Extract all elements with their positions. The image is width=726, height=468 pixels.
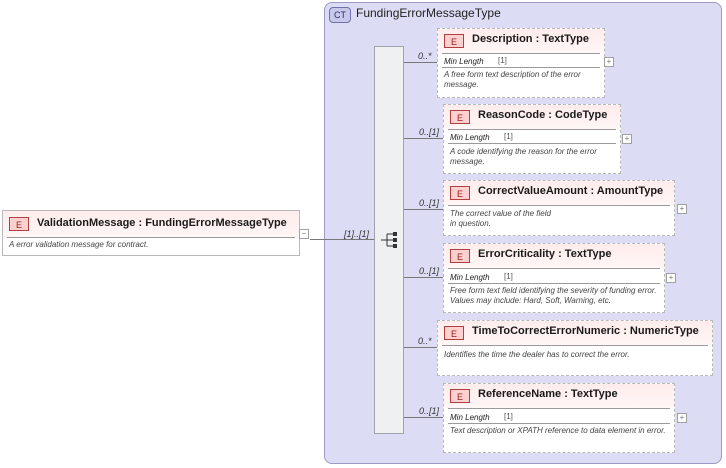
child-cardinality: 0..*	[418, 51, 432, 61]
expand-icon[interactable]: +	[666, 273, 676, 283]
child-cardinality: 0..[1]	[419, 127, 440, 137]
child-cardinality: 0..[1]	[419, 198, 440, 208]
root-connector	[310, 239, 374, 240]
complex-type-badge: CT	[329, 7, 351, 23]
child-connector	[404, 209, 444, 210]
element-description-text: Text description or XPATH reference to d…	[450, 426, 666, 435]
sequence-icon	[381, 232, 397, 248]
element-badge: E	[444, 34, 464, 48]
element-name: ReferenceName : TextType	[478, 388, 618, 400]
child-cardinality: 0..[1]	[419, 406, 440, 416]
root-collapse-icon[interactable]: −	[299, 229, 309, 239]
child-cardinality: 0..[1]	[419, 266, 440, 276]
facet-value: [1]	[498, 56, 507, 65]
element-error-criticality[interactable]: E ErrorCriticality : TextType Min Length…	[443, 243, 665, 313]
expand-icon[interactable]: +	[677, 413, 687, 423]
facet-value: [1]	[504, 272, 513, 281]
expand-icon[interactable]: +	[604, 57, 614, 67]
facet-label: Min Length	[444, 57, 484, 66]
element-time-to-correct[interactable]: E TimeToCorrectErrorNumeric : NumericTyp…	[437, 320, 713, 376]
element-name: ReasonCode : CodeType	[478, 109, 608, 121]
expand-icon[interactable]: +	[677, 204, 687, 214]
element-badge: E	[444, 326, 464, 340]
element-name: Description : TextType	[472, 33, 589, 45]
element-description-text: A code identifying the reason for the er…	[450, 147, 597, 166]
facet-value: [1]	[504, 412, 513, 421]
element-correct-value-amount[interactable]: E CorrectValueAmount : AmountType The co…	[443, 180, 675, 236]
element-badge: E	[450, 249, 470, 263]
element-name: TimeToCorrectErrorNumeric : NumericType	[472, 325, 699, 337]
element-badge: E	[450, 389, 470, 403]
facet-label: Min Length	[450, 273, 490, 282]
facet-value: [1]	[504, 132, 513, 141]
root-element-name: ValidationMessage : FundingErrorMessageT…	[37, 217, 287, 229]
element-description[interactable]: E Description : TextType Min Length [1] …	[437, 28, 605, 98]
root-cardinality: [1]..[1]	[344, 229, 370, 239]
facet-label: Min Length	[450, 133, 490, 142]
root-element-box[interactable]: E ValidationMessage : FundingErrorMessag…	[2, 210, 300, 256]
child-connector	[404, 277, 444, 278]
child-connector	[404, 62, 438, 63]
element-name: CorrectValueAmount : AmountType	[478, 185, 664, 197]
element-description-text: Free form text field identifying the sev…	[450, 286, 657, 305]
element-badge: E	[9, 217, 29, 231]
complex-type-title: FundingErrorMessageType	[356, 6, 501, 20]
root-element-description: A error validation message for contract.	[9, 240, 149, 249]
element-reference-name[interactable]: E ReferenceName : TextType Min Length [1…	[443, 383, 675, 453]
child-connector	[404, 417, 444, 418]
child-connector	[404, 347, 438, 348]
element-description-text: A free form text description of the erro…	[444, 70, 581, 89]
element-name: ErrorCriticality : TextType	[478, 248, 612, 260]
element-description-text: Identifies the time the dealer has to co…	[444, 350, 630, 359]
child-cardinality: 0..*	[418, 336, 432, 346]
expand-icon[interactable]: +	[622, 134, 632, 144]
child-connector	[404, 138, 444, 139]
element-description-text: The correct value of the field in questi…	[450, 209, 551, 228]
facet-label: Min Length	[450, 413, 490, 422]
element-badge: E	[450, 186, 470, 200]
element-reason-code[interactable]: E ReasonCode : CodeType Min Length [1] A…	[443, 104, 621, 174]
element-badge: E	[450, 110, 470, 124]
